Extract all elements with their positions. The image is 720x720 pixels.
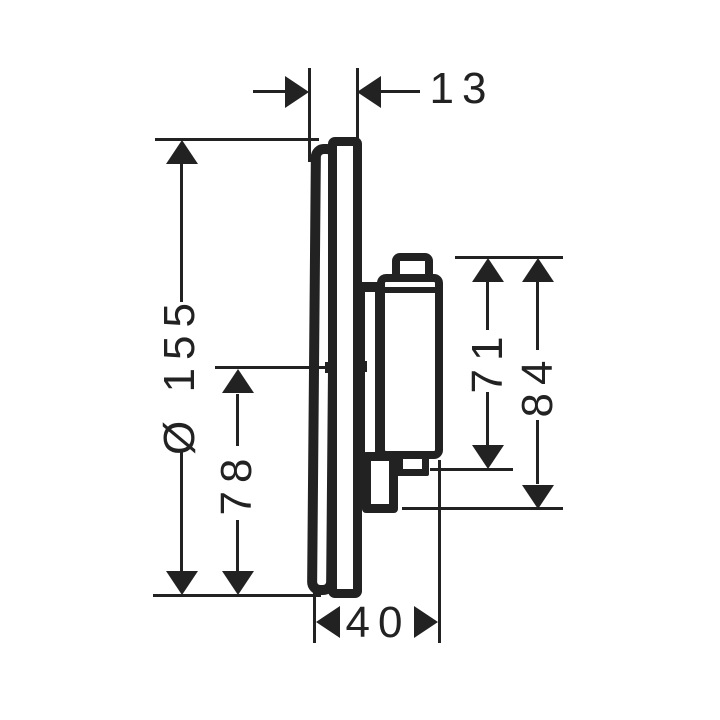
handle-cap-seam	[379, 287, 441, 293]
dimension-label-40: 40	[345, 598, 411, 647]
dim-71-line-lower	[486, 392, 489, 446]
lower-function-block	[362, 452, 398, 513]
arrowhead-down-icon	[472, 445, 504, 469]
arrowhead-up-icon	[522, 258, 554, 282]
center-axis-tick-left	[325, 362, 337, 373]
dim-78-line-upper	[236, 394, 239, 446]
dim-78-extension-line-top	[215, 366, 331, 369]
dim-84-extension-line-bottom	[402, 507, 563, 510]
dim-155-line-upper	[180, 162, 183, 302]
arrowhead-down-icon	[222, 571, 254, 595]
arrowhead-right-icon	[414, 606, 438, 638]
arrowhead-up-icon	[222, 369, 254, 393]
dim-13-tail-left	[253, 90, 287, 93]
arrowhead-left-icon	[316, 606, 340, 638]
dim-155-extension-line-bottom	[153, 594, 321, 597]
handle-outlet-notch	[396, 452, 429, 476]
dimension-label-84: 84	[513, 352, 562, 418]
dim-13-tail-right	[381, 90, 420, 93]
dim-84-line-upper	[536, 280, 539, 350]
arrowhead-down-icon	[166, 571, 198, 595]
dim-71-line-upper	[486, 280, 489, 330]
dimension-label-155: Ø 155	[155, 295, 204, 455]
dim-40-extension-line-left	[313, 577, 316, 643]
dimension-label-13: 13	[429, 64, 495, 113]
handle-body	[377, 274, 443, 459]
dim-155-extension-line-top	[155, 138, 319, 141]
center-axis-tick-right	[356, 361, 367, 372]
dim-right-extension-line-top	[455, 256, 563, 259]
dim-84-line-lower	[536, 420, 539, 484]
dim-78-line-lower	[236, 520, 239, 572]
arrowhead-right-icon	[285, 76, 309, 108]
arrowhead-down-icon	[522, 485, 554, 509]
arrowhead-up-icon	[472, 258, 504, 282]
dim-40-extension-line-right	[438, 460, 441, 643]
dimension-label-78: 78	[212, 450, 261, 516]
dim-13-extension-line-left	[308, 68, 311, 162]
arrowhead-left-icon	[357, 76, 381, 108]
dim-155-line-lower	[180, 450, 183, 572]
arrowhead-up-icon	[166, 140, 198, 164]
dim-71-extension-line-bottom	[430, 468, 513, 471]
